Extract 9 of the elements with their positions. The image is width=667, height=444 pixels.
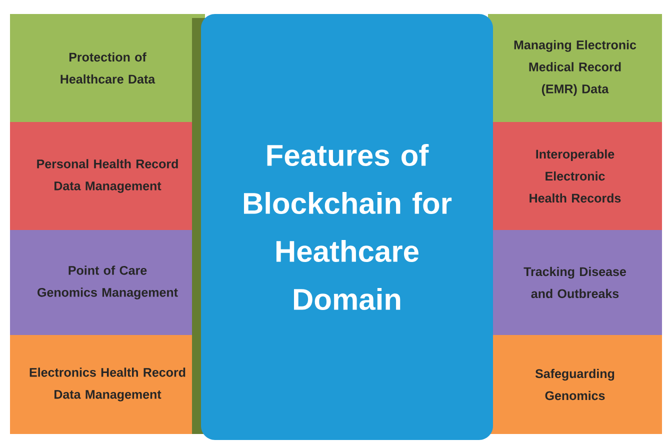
- feature-band: Managing Electronic Medical Record (EMR) Data: [488, 14, 662, 122]
- feature-band: Tracking Disease and Outbreaks: [488, 230, 662, 335]
- feature-band: Safeguarding Genomics: [488, 335, 662, 434]
- feature-band: Interoperable Electronic Health Records: [488, 122, 662, 230]
- feature-band: Point of Care Genomics Management: [10, 230, 205, 335]
- title-box: Features of Blockchain for Heathcare Domain: [201, 14, 493, 440]
- feature-band: Personal Health Record Data Management: [10, 122, 205, 230]
- feature-band: Electronics Health Record Data Management: [10, 335, 205, 434]
- feature-band: Protection of Healthcare Data: [10, 14, 205, 122]
